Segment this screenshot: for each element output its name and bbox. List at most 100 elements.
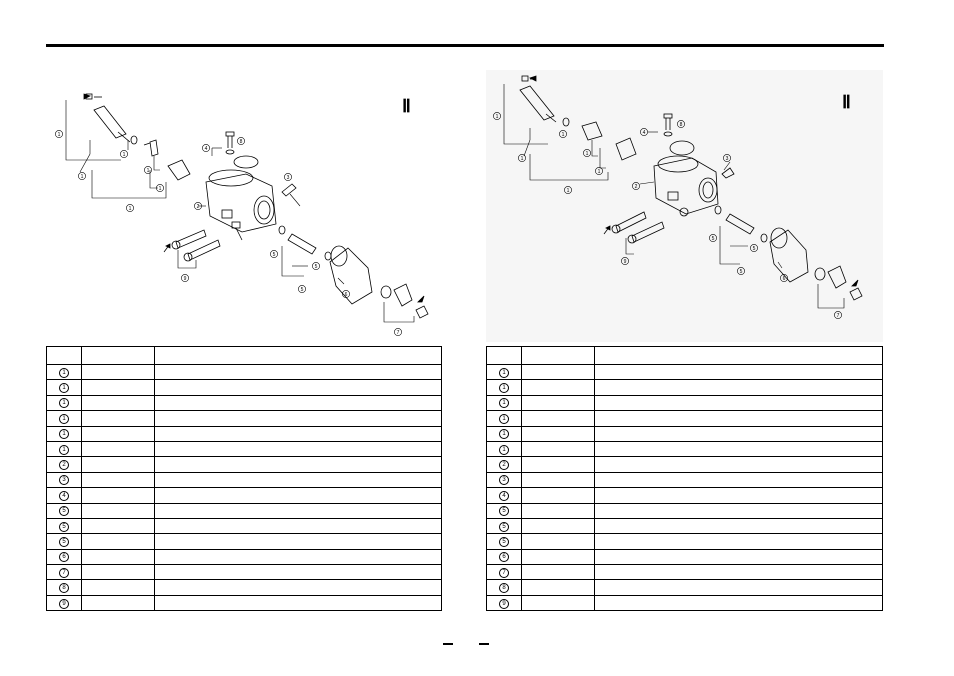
ref-number: 4	[59, 490, 69, 501]
ref-number: 5	[59, 536, 69, 547]
table-row: 7	[486, 564, 883, 581]
table-row: 5	[486, 502, 883, 519]
needle-valve	[714, 205, 768, 243]
ref-cell: 9	[46, 594, 82, 612]
ref-cell: 2	[46, 456, 82, 473]
table-row: 5	[46, 517, 442, 535]
callout-label: 1	[521, 156, 524, 162]
callout-label: 8	[680, 122, 683, 128]
ref-cell: 2	[486, 456, 522, 473]
needle-assembly	[85, 93, 131, 143]
table-row: 1	[46, 363, 442, 381]
header-cell	[521, 346, 595, 365]
table-row: 5	[46, 502, 442, 519]
ref-cell: 1	[486, 410, 522, 427]
ref-number: 1	[59, 413, 69, 424]
part-number-cell	[521, 487, 595, 504]
ref-number: 1	[499, 444, 509, 455]
ref-number: 1	[499, 413, 509, 424]
callout-label: 1	[586, 151, 589, 157]
fuel-nipple	[225, 131, 259, 169]
ref-cell: 6	[46, 548, 82, 566]
table-row: 8	[46, 579, 442, 596]
ref-cell: 3	[46, 471, 82, 489]
header-cell	[594, 346, 883, 365]
ref-cell: 5	[46, 533, 82, 550]
ref-number: 7	[59, 567, 69, 578]
air-funnel	[769, 227, 809, 283]
callout-label: 3	[287, 175, 290, 181]
ref-number: 9	[499, 598, 509, 609]
callout-label: 5	[712, 236, 715, 242]
callout-label: 7	[837, 313, 840, 319]
ref-cell: 1	[46, 379, 82, 396]
part-number-cell	[521, 363, 595, 381]
ref-number: 3	[499, 475, 509, 486]
long-screws	[611, 211, 665, 244]
table-row: 8	[486, 579, 883, 596]
table-header-row	[46, 346, 442, 365]
description-cell	[594, 425, 883, 442]
arrow-icons	[83, 93, 425, 303]
description-cell	[594, 379, 883, 396]
table-row: 5	[46, 533, 442, 550]
description-cell	[154, 394, 442, 412]
ref-cell: 6	[486, 548, 522, 566]
leader-lines	[503, 84, 845, 309]
ref-cell: 1	[46, 440, 82, 458]
description-cell	[154, 579, 442, 596]
needle-valve	[278, 225, 332, 261]
callout-label: 4	[643, 130, 646, 136]
main-body	[653, 155, 719, 217]
o-ring	[562, 117, 570, 127]
section-numeral: Ⅱ	[402, 96, 411, 116]
table-row: 5	[486, 517, 883, 535]
part-number-cell	[521, 394, 595, 412]
part-number-cell	[521, 579, 595, 596]
fuel-nipple	[663, 113, 695, 156]
description-cell	[154, 502, 442, 519]
callout-label: 9	[624, 259, 627, 265]
ref-number: 1	[59, 367, 69, 378]
ref-number: 1	[59, 398, 69, 409]
table-row: 2	[486, 456, 883, 473]
ref-cell: 8	[46, 579, 82, 596]
part-number-cell	[521, 533, 595, 550]
callout-label: 1	[129, 206, 132, 212]
part-number-cell	[521, 502, 595, 519]
ref-cell: 5	[46, 517, 82, 535]
table-row: 1	[46, 379, 442, 396]
ref-cell: 1	[486, 425, 522, 442]
description-cell	[154, 425, 442, 442]
ref-number: 6	[499, 552, 509, 563]
ref-cell: 1	[46, 363, 82, 381]
part-number-cell	[81, 487, 155, 504]
ref-cell: 1	[46, 410, 82, 427]
ref-cell: 1	[486, 394, 522, 412]
ref-number: 5	[59, 521, 69, 532]
callout-label: 1	[567, 188, 570, 194]
callout-label: 9	[184, 276, 187, 282]
description-cell	[594, 502, 883, 519]
table-row: 4	[46, 487, 442, 504]
screw-3	[721, 167, 735, 179]
header-cell	[81, 346, 155, 365]
part-number-cell	[81, 548, 155, 566]
header-cell	[46, 346, 82, 365]
screw-3	[281, 183, 297, 197]
table-row: 6	[46, 548, 442, 566]
description-cell	[594, 564, 883, 581]
callout-label: 1	[58, 132, 61, 138]
description-cell	[594, 440, 883, 458]
callout-label: 3	[726, 156, 729, 162]
description-cell	[154, 471, 442, 489]
part-number-cell	[81, 363, 155, 381]
ref-number: 1	[499, 383, 509, 394]
description-cell	[594, 548, 883, 566]
table-row: 3	[486, 471, 883, 489]
description-cell	[154, 517, 442, 535]
part-number-cell	[521, 517, 595, 535]
description-cell	[154, 548, 442, 566]
description-cell	[594, 533, 883, 550]
